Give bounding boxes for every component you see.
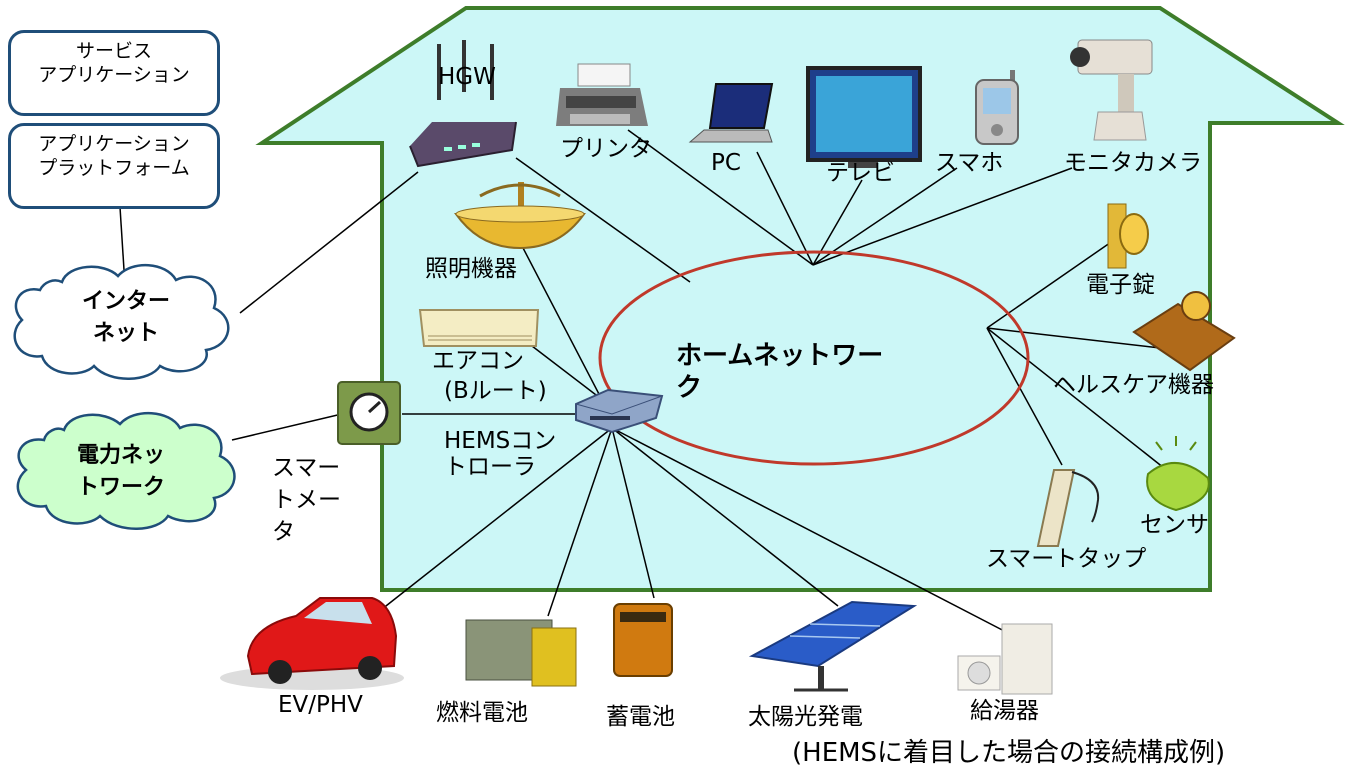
lighting-label: 照明機器 (425, 256, 517, 282)
tv-label: テレビ (826, 160, 895, 186)
platform-box-line2: プラットフォーム (38, 157, 190, 179)
service-box-line1: サービス (75, 40, 152, 62)
power-network-label: 電力ネッ トワーク (46, 440, 196, 504)
smart-meter-icon (337, 381, 401, 445)
battery-icon (613, 603, 673, 677)
camera-label: モニタカメラ (1064, 150, 1202, 176)
battery-label: 蓄電池 (606, 704, 675, 730)
ev-label: EV/PHV (278, 692, 363, 718)
internet-cloud-label: インター ネット (56, 286, 196, 350)
internet-line2: ネット (92, 321, 159, 346)
pc-label: PC (711, 150, 741, 176)
application-platform-box: アプリケーション プラットフォーム (8, 123, 220, 209)
solar-label: 太陽光発電 (748, 704, 863, 730)
power-network-cloud (16, 411, 236, 530)
air-conditioner-icon (418, 309, 540, 347)
b-route-label: (Bルート) (444, 378, 547, 404)
platform-box-line1: アプリケーション (38, 133, 190, 155)
printer-label: プリンタ (560, 136, 652, 162)
home-network-line2: ク (676, 373, 703, 403)
aircon-label: エアコン (432, 348, 524, 374)
power-line1: 電力ネッ (76, 443, 165, 468)
printer-icon (556, 63, 648, 126)
internet-line1: インター (81, 289, 170, 314)
hgw-label: HGW (438, 64, 496, 90)
house-outline (255, 6, 1345, 592)
electric-car-icon (220, 597, 404, 690)
water-heater-label: 給湯器 (970, 698, 1039, 724)
home-network-ring (598, 250, 1030, 466)
hems-line2: トローラ (444, 454, 536, 480)
health-label: ヘルスケア機器 (1053, 372, 1214, 398)
sensor-icon (1146, 436, 1210, 512)
home-network-line1: ホームネットワー (676, 341, 884, 371)
smart-meter-line3: タ (272, 519, 295, 545)
caption: (HEMSに着目した場合の接続構成例) (792, 738, 1226, 768)
hems-controller-icon (575, 388, 664, 434)
smartphone-icon (975, 70, 1019, 145)
internet-cloud (13, 263, 230, 380)
home-network-label: ホームネットワー ク (676, 340, 883, 404)
light-fixture-icon (454, 182, 586, 250)
health-scale-icon (1132, 291, 1236, 372)
electronic-lock-icon (1107, 203, 1149, 269)
smart-meter-label: スマー トメー タ (272, 452, 341, 548)
service-box-line2: アプリケーション (38, 64, 190, 86)
hems-line1: HEMSコン (444, 428, 557, 454)
smart-tap-label: スマートタップ (986, 546, 1147, 572)
laptop-icon (688, 83, 774, 143)
tv-icon (806, 66, 922, 168)
camera-icon (1070, 39, 1153, 141)
solar-panel-icon (748, 600, 918, 692)
service-application-box: サービス アプリケーション (8, 30, 220, 116)
power-strip-icon (1036, 469, 1100, 547)
sensor-label: センサ (1140, 512, 1209, 538)
fuel-cell-label: 燃料電池 (436, 700, 528, 726)
router-icon (409, 40, 517, 168)
hems-controller-label: HEMSコン トローラ (444, 428, 556, 480)
smart-meter-line1: スマー (272, 455, 341, 481)
smart-meter-line2: トメー (272, 487, 341, 513)
lock-label: 電子錠 (1086, 272, 1155, 298)
water-heater-icon (957, 623, 1053, 695)
connection-lines (119, 129, 1165, 635)
smartphone-label: スマホ (935, 150, 1004, 176)
fuel-cell-icon (465, 619, 577, 687)
power-line2: トワーク (76, 475, 165, 500)
